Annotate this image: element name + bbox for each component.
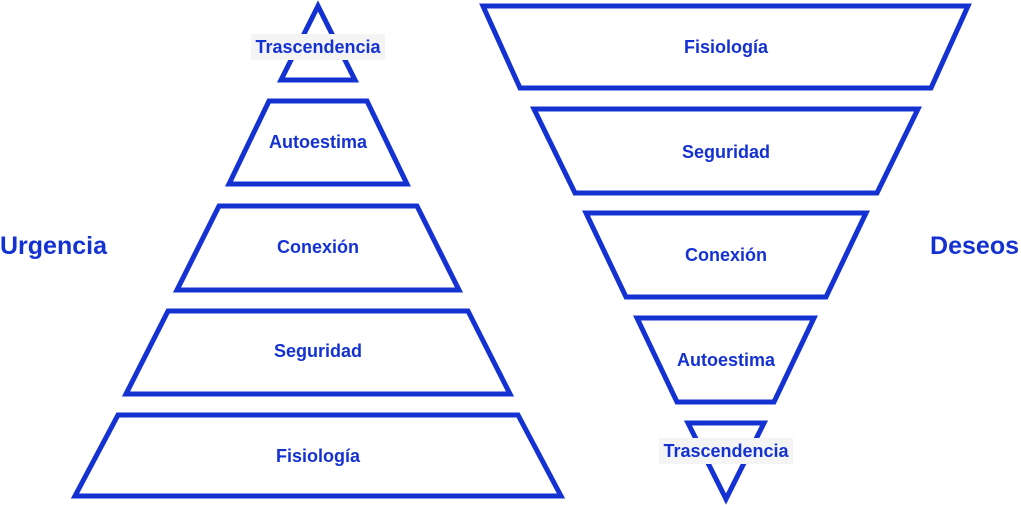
desire-inverted-pyramid: Fisiología Seguridad Conexión Autoestima… <box>479 3 972 505</box>
pyramid-level-3-shape <box>172 203 464 293</box>
pyramid-level-4-shape <box>121 308 515 397</box>
pyramid-level-1-label-bg <box>251 34 385 60</box>
pyramid-level-5: Fisiología <box>70 412 566 499</box>
inverted-level-4-label: Autoestima <box>677 350 776 370</box>
urgencia-label: Urgencia <box>0 232 108 260</box>
inverted-level-5: Trascendencia <box>659 420 793 505</box>
pyramid-level-5-label: Fisiología <box>276 446 361 466</box>
pyramid-level-3: Conexión <box>172 203 464 293</box>
pyramid-level-3-label: Conexión <box>277 237 359 257</box>
deseos-label: Deseos <box>930 232 1019 260</box>
inverted-level-3-label: Conexión <box>685 245 767 265</box>
inverted-level-1-label: Fisiología <box>684 37 769 57</box>
pyramid-level-4-label: Seguridad <box>274 341 362 361</box>
pyramid-level-1-label: Trascendencia <box>255 37 381 57</box>
pyramid-level-2-shape <box>225 98 411 187</box>
pyramid-level-2-label: Autoestima <box>269 132 368 152</box>
pyramid-level-1: Trascendencia <box>251 0 385 83</box>
pyramid-level-4: Seguridad <box>121 308 515 397</box>
inverted-level-3: Conexión <box>582 210 870 300</box>
inverted-level-5-label-bg <box>659 438 793 464</box>
inverted-level-1-shape <box>479 3 972 91</box>
inverted-level-3-shape <box>582 210 870 300</box>
pyramid-level-5-shape <box>70 412 566 499</box>
inverted-level-4: Autoestima <box>633 315 818 405</box>
inverted-level-1: Fisiología <box>479 3 972 91</box>
inverted-level-4-shape <box>633 315 818 405</box>
inverted-level-2: Seguridad <box>529 106 923 196</box>
urgency-pyramid: Trascendencia Autoestima Conexión Seguri… <box>70 0 566 499</box>
inverted-level-5-label: Trascendencia <box>663 441 789 461</box>
inverted-level-2-label: Seguridad <box>682 142 770 162</box>
pyramid-level-2: Autoestima <box>225 98 411 187</box>
inverted-level-2-shape <box>529 106 923 196</box>
